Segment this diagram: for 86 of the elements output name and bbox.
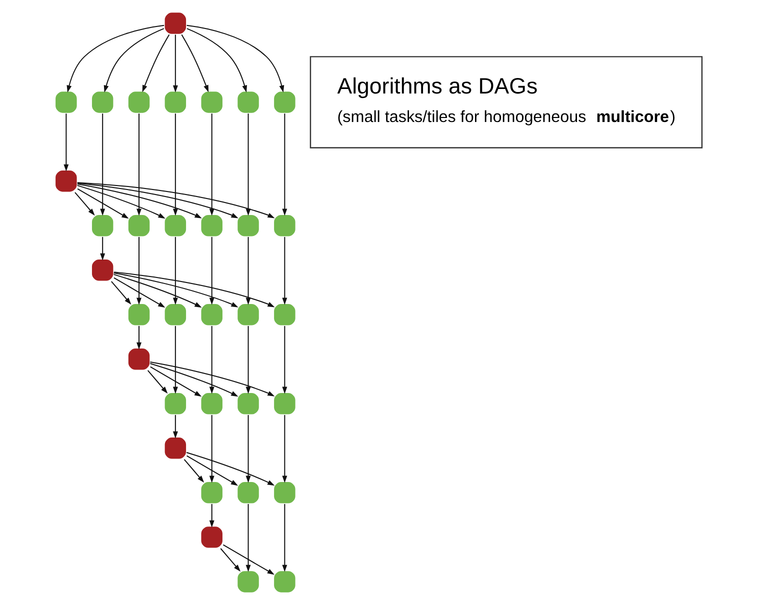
node-box bbox=[200, 90, 224, 114]
node-box bbox=[164, 303, 188, 326]
arrow bbox=[136, 326, 142, 350]
node-box bbox=[236, 392, 260, 416]
arrow bbox=[282, 415, 288, 483]
node-box bbox=[164, 392, 188, 416]
arrow bbox=[209, 114, 214, 216]
node-box bbox=[90, 214, 114, 238]
node-box bbox=[164, 436, 188, 460]
arrow bbox=[114, 274, 202, 308]
arrow bbox=[246, 114, 251, 216]
arrow bbox=[66, 24, 164, 92]
node-box bbox=[236, 90, 260, 114]
node-box bbox=[236, 570, 260, 594]
arrow bbox=[114, 277, 166, 308]
arrow bbox=[172, 34, 178, 93]
node-box bbox=[200, 481, 224, 504]
node-box bbox=[200, 214, 224, 238]
node-box bbox=[164, 90, 188, 114]
arrow bbox=[78, 182, 238, 218]
node-box: Algorithms as DAGs (small tasks/tiles for homogeneous multicore) bbox=[310, 56, 703, 148]
arrow bbox=[282, 114, 288, 216]
arrow bbox=[209, 236, 214, 305]
arrow bbox=[246, 326, 251, 394]
node-box bbox=[200, 526, 224, 549]
arrow bbox=[114, 272, 275, 308]
node-box bbox=[54, 169, 78, 193]
arrow bbox=[282, 504, 288, 572]
arrow bbox=[172, 414, 178, 438]
node-box bbox=[273, 303, 296, 326]
arrow bbox=[209, 326, 214, 394]
arrow bbox=[172, 114, 178, 216]
arrow bbox=[282, 326, 288, 394]
node-box bbox=[90, 258, 114, 282]
arrow bbox=[222, 544, 274, 575]
arrow bbox=[181, 34, 209, 92]
node-box bbox=[127, 214, 151, 238]
arrow bbox=[111, 281, 132, 305]
node-box bbox=[236, 303, 260, 326]
arrow bbox=[209, 415, 214, 483]
node-box bbox=[54, 90, 78, 114]
arrow bbox=[150, 366, 202, 397]
arrow bbox=[147, 370, 168, 394]
arrow bbox=[150, 362, 238, 397]
node-box bbox=[200, 392, 224, 416]
arrow bbox=[136, 236, 142, 305]
node-box bbox=[127, 90, 151, 114]
node-box bbox=[273, 570, 296, 594]
arrow bbox=[220, 548, 241, 572]
arrow bbox=[142, 34, 170, 92]
node-box bbox=[164, 12, 188, 35]
arrow bbox=[100, 114, 106, 216]
arrow bbox=[246, 504, 251, 572]
node-box bbox=[273, 90, 296, 114]
node-box bbox=[90, 90, 114, 114]
arrow bbox=[186, 24, 284, 92]
node-box bbox=[273, 214, 296, 238]
arrow bbox=[186, 455, 238, 486]
node-box bbox=[236, 481, 260, 504]
arrow bbox=[77, 188, 129, 219]
arrow bbox=[114, 272, 238, 308]
arrow bbox=[136, 114, 142, 216]
arrow bbox=[184, 459, 204, 483]
node-box bbox=[236, 214, 260, 238]
arrow bbox=[172, 236, 178, 305]
arrow bbox=[246, 415, 251, 483]
arrow bbox=[246, 236, 251, 305]
arrow bbox=[186, 452, 275, 486]
arrow bbox=[77, 184, 166, 219]
arrow bbox=[282, 236, 288, 305]
arrow bbox=[74, 192, 95, 216]
arrow bbox=[209, 504, 214, 528]
node-box bbox=[200, 303, 224, 326]
arrow bbox=[100, 236, 106, 260]
node-box bbox=[127, 348, 151, 371]
node-box bbox=[273, 392, 296, 416]
node-box bbox=[273, 481, 296, 504]
arrow bbox=[150, 362, 275, 396]
arrow bbox=[77, 183, 202, 218]
node-box bbox=[164, 214, 188, 238]
node-box bbox=[127, 303, 151, 326]
arrow bbox=[104, 28, 164, 92]
arrow bbox=[64, 114, 69, 172]
arrow bbox=[186, 28, 247, 92]
arrow bbox=[77, 182, 275, 218]
arrow bbox=[172, 326, 178, 394]
